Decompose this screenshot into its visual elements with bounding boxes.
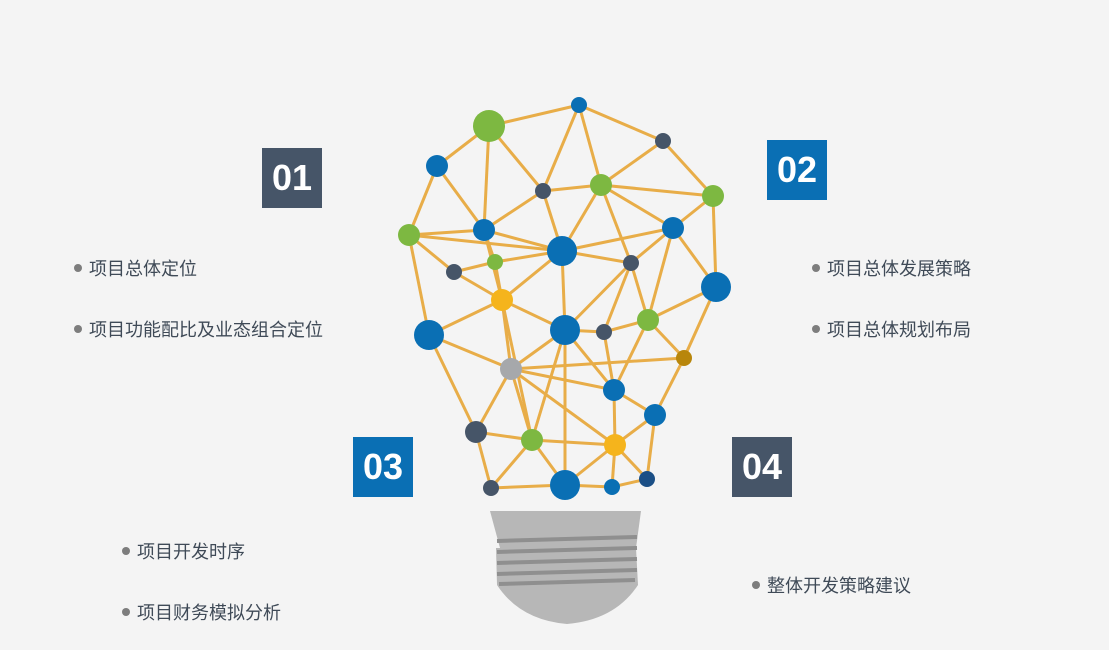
network-edge xyxy=(510,367,616,447)
network-node xyxy=(702,185,724,207)
network-node xyxy=(637,309,659,331)
network-node xyxy=(596,324,612,340)
bullet-dot-icon xyxy=(812,325,820,333)
item-label: 项目总体定位 xyxy=(89,259,197,280)
bullet-dot-icon xyxy=(752,581,760,589)
network-node xyxy=(446,264,462,280)
network-edge xyxy=(646,227,675,321)
network-node xyxy=(639,471,655,487)
item-label: 整体开发策略建议 xyxy=(767,576,911,597)
network-edge xyxy=(531,438,616,447)
network-node xyxy=(644,404,666,426)
network-node xyxy=(655,133,671,149)
network-edge xyxy=(407,234,431,336)
network-node xyxy=(547,236,577,266)
network-edge xyxy=(541,104,581,192)
network-edge xyxy=(578,103,664,143)
section-03-badge: 03 xyxy=(353,437,413,497)
section-03-item: 项目财务模拟分析 xyxy=(122,603,281,625)
item-label: 项目总体发展策略 xyxy=(827,259,971,280)
network-edge xyxy=(602,262,633,333)
network-node xyxy=(521,429,543,451)
bulb-base xyxy=(490,511,641,624)
network-edge xyxy=(510,367,615,392)
network-node xyxy=(487,254,503,270)
network-node xyxy=(473,110,505,142)
network-edges xyxy=(407,103,718,490)
network-edge xyxy=(612,319,650,391)
network-node xyxy=(550,470,580,500)
item-label: 项目总体规划布局 xyxy=(827,320,971,341)
network-edge xyxy=(711,195,718,288)
network-edge xyxy=(483,189,544,232)
section-02-badge: 02 xyxy=(767,140,827,200)
network-nodes xyxy=(398,97,731,500)
network-edge xyxy=(530,329,567,441)
network-node xyxy=(590,174,612,196)
section-04-badge: 04 xyxy=(732,437,792,497)
network-edge xyxy=(561,226,674,253)
network-node xyxy=(603,379,625,401)
section-02-item: 项目总体发展策略 xyxy=(812,259,971,281)
network-node xyxy=(473,219,495,241)
network-node xyxy=(604,479,620,495)
network-edge xyxy=(509,368,534,441)
network-node xyxy=(662,217,684,239)
network-node xyxy=(604,434,626,456)
bullet-dot-icon xyxy=(122,608,130,616)
network-node xyxy=(676,350,692,366)
bullet-dot-icon xyxy=(74,325,82,333)
section-02-item: 项目总体规划布局 xyxy=(812,320,971,342)
section-01-item: 项目功能配比及业态组合定位 xyxy=(74,320,323,342)
bullet-dot-icon xyxy=(812,264,820,272)
network-edge xyxy=(577,104,603,186)
network-edge xyxy=(600,183,714,198)
network-node xyxy=(426,155,448,177)
network-edge xyxy=(599,184,633,264)
network-node xyxy=(701,272,731,302)
network-node xyxy=(491,289,513,311)
network-edge xyxy=(510,356,685,371)
network-node xyxy=(535,183,551,199)
section-03-item: 项目开发时序 xyxy=(122,542,245,564)
network-edge xyxy=(407,165,439,236)
network-edge xyxy=(408,233,563,253)
network-edge xyxy=(563,261,633,332)
item-label: 项目功能配比及业态组合定位 xyxy=(89,320,323,341)
network-node xyxy=(465,421,487,443)
section-04-item: 整体开发策略建议 xyxy=(752,576,911,598)
network-node xyxy=(398,224,420,246)
network-edge xyxy=(661,139,715,198)
network-edge xyxy=(427,334,478,433)
network-node xyxy=(550,315,580,345)
network-edge xyxy=(600,183,674,230)
section-01-item: 项目总体定位 xyxy=(74,259,197,281)
network-node xyxy=(571,97,587,113)
network-edge xyxy=(435,165,486,231)
network-edge xyxy=(408,228,485,237)
network-node xyxy=(500,358,522,380)
item-label: 项目开发时序 xyxy=(137,542,245,563)
section-01-badge: 01 xyxy=(262,148,322,208)
network-node xyxy=(483,480,499,496)
network-edge xyxy=(474,368,513,433)
network-edge xyxy=(482,125,491,231)
item-label: 项目财务模拟分析 xyxy=(137,603,281,624)
bullet-dot-icon xyxy=(122,547,130,555)
bullet-dot-icon xyxy=(74,264,82,272)
network-node xyxy=(623,255,639,271)
network-edge xyxy=(600,139,664,187)
network-node xyxy=(414,320,444,350)
